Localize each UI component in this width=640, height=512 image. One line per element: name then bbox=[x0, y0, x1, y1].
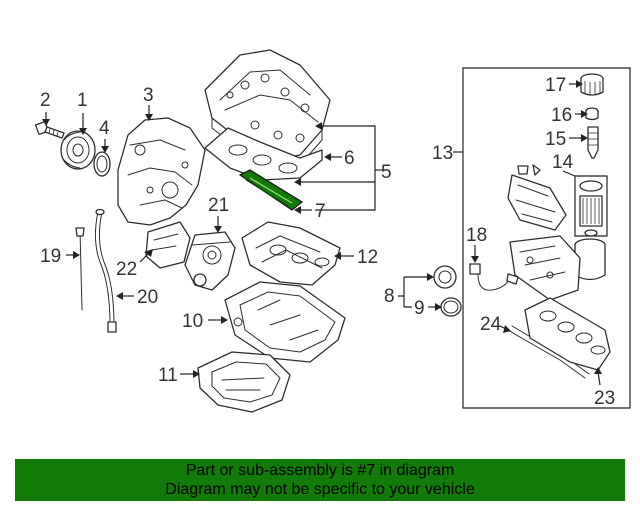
callout-9: 9 bbox=[414, 298, 425, 319]
part-13-filter-housing bbox=[509, 235, 606, 301]
callout-17: 17 bbox=[545, 75, 566, 96]
callout-15: 15 bbox=[545, 129, 566, 150]
callout-23: 23 bbox=[594, 388, 615, 409]
part-13-oil-cooler bbox=[507, 164, 567, 231]
callout-13: 13 bbox=[432, 143, 453, 164]
part-10-oil-pan-upper bbox=[224, 281, 346, 363]
footer-banner: Part or sub-assembly is #7 in diagram Di… bbox=[15, 459, 625, 501]
part-9-seal-ring bbox=[440, 297, 462, 317]
leader-lines bbox=[42, 80, 602, 386]
callout-12: 12 bbox=[357, 247, 378, 268]
part-15-valve bbox=[587, 126, 599, 159]
callout-19: 19 bbox=[40, 246, 61, 267]
callout-7: 7 bbox=[315, 201, 326, 222]
footer-line-1: Part or sub-assembly is #7 in diagram bbox=[185, 462, 455, 479]
part-17-oil-filter-cap bbox=[580, 73, 604, 96]
part-19-20-dipstick bbox=[75, 208, 117, 333]
callout-20: 20 bbox=[137, 287, 158, 308]
part-16-o-ring bbox=[585, 107, 599, 121]
part-11-oil-pan-lower bbox=[197, 351, 291, 413]
part-8-plug bbox=[433, 265, 457, 289]
callout-8: 8 bbox=[384, 286, 395, 307]
part-22-cover bbox=[145, 221, 191, 269]
callout-21: 21 bbox=[208, 195, 229, 216]
callout-14: 14 bbox=[552, 152, 574, 173]
callout-labels: 1 2 3 4 5 6 7 8 9 10 11 12 13 14 15 16 1… bbox=[40, 75, 615, 409]
part-4-seal bbox=[93, 151, 111, 177]
part-14-oil-filter bbox=[574, 175, 608, 237]
callout-1: 1 bbox=[77, 90, 88, 111]
callout-22: 22 bbox=[116, 259, 137, 280]
callout-6: 6 bbox=[344, 148, 355, 169]
callout-11: 11 bbox=[158, 365, 178, 386]
part-21-oil-pump bbox=[184, 231, 236, 291]
part-23-intake-manifold bbox=[524, 297, 611, 371]
callout-10: 10 bbox=[182, 311, 203, 332]
callout-18: 18 bbox=[466, 225, 487, 246]
callout-3: 3 bbox=[143, 85, 154, 106]
footer-line-2: Diagram may not be specific to your vehi… bbox=[165, 481, 475, 498]
callout-16: 16 bbox=[551, 105, 572, 126]
part-13-bracket-box bbox=[453, 67, 631, 409]
callout-5: 5 bbox=[381, 162, 392, 183]
callout-24: 24 bbox=[480, 314, 502, 335]
part-1-crank-pulley bbox=[60, 130, 96, 170]
part-18-sensor bbox=[469, 263, 519, 291]
part-3-timing-cover bbox=[117, 117, 206, 226]
part-12-ladder-frame bbox=[241, 221, 341, 286]
callout-2: 2 bbox=[40, 90, 51, 111]
part-7-highlighted-gasket bbox=[238, 169, 304, 211]
callout-4: 4 bbox=[99, 118, 110, 139]
part-2-bolt bbox=[34, 120, 65, 139]
